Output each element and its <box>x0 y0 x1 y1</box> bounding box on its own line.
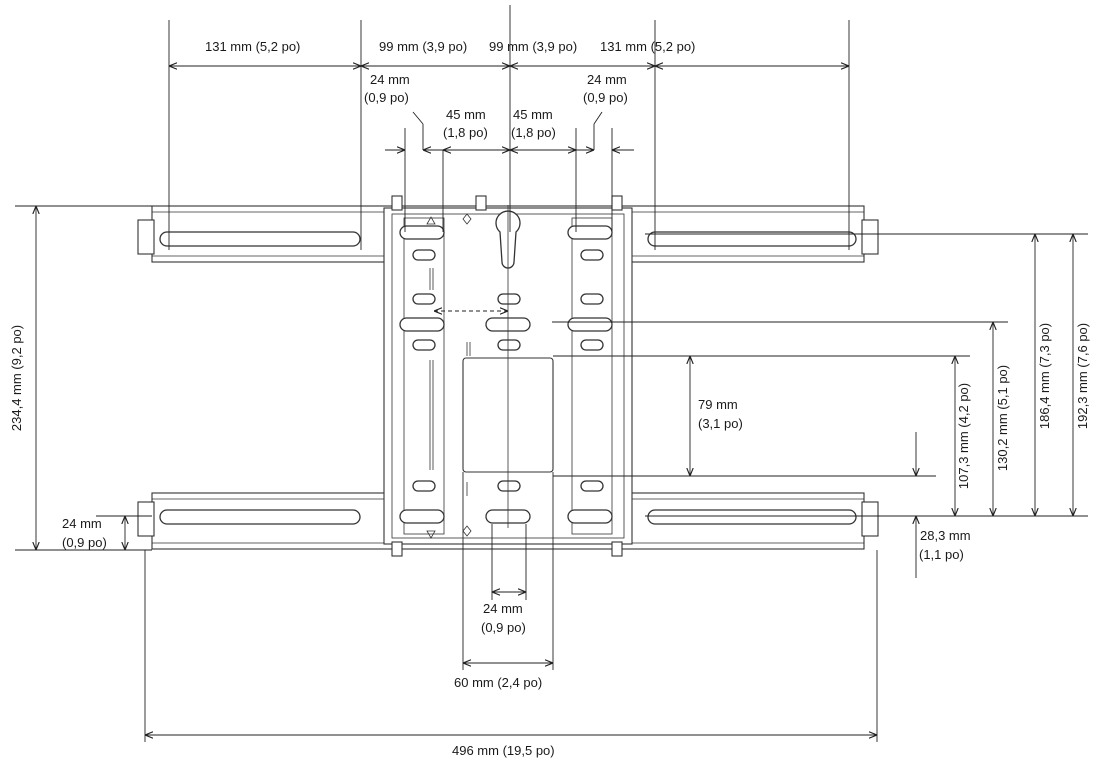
dim-130-height: 130,2 mm (5,1 po) <box>995 365 1010 471</box>
dim-24-bottom-left-l2: (0,9 po) <box>62 535 107 550</box>
dim-60: 60 mm (2,4 po) <box>454 675 542 690</box>
dim-24-left-l2: (0,9 po) <box>364 90 409 105</box>
dim-24-right-l2: (0,9 po) <box>583 90 628 105</box>
top-left-long-slot <box>159 231 361 247</box>
bracket-drawing <box>137 195 879 557</box>
dimension-arrows <box>36 66 1073 735</box>
dim-24-right-l1: 24 mm <box>587 72 627 87</box>
right-vertical-strip <box>571 217 613 535</box>
top-rail-right-end <box>861 219 879 255</box>
dim-45-right-l2: (1,8 po) <box>511 125 556 140</box>
dim-45-left-l1: 45 mm <box>446 107 486 122</box>
bottom-rail-left-end <box>137 501 155 537</box>
dim-496: 496 mm (19,5 po) <box>452 743 555 758</box>
bottom-right-long-slot <box>647 509 857 525</box>
bottom-left-long-slot <box>159 509 361 525</box>
dim-131-left: 131 mm (5,2 po) <box>205 39 300 54</box>
extension-lines <box>15 5 1088 742</box>
dim-79-l1: 79 mm <box>698 397 738 412</box>
dim-131-right: 131 mm (5,2 po) <box>600 39 695 54</box>
dim-28-l2: (1,1 po) <box>919 547 964 562</box>
dim-24-left-l1: 24 mm <box>370 72 410 87</box>
dim-24-bottom-l1: 24 mm <box>483 601 523 616</box>
dimension-labels: 131 mm (5,2 po) 99 mm (3,9 po) 99 mm (3,… <box>9 39 1090 758</box>
dim-24-bottom-left-l1: 24 mm <box>62 516 102 531</box>
top-rail-left-end <box>137 219 155 255</box>
dim-99-right: 99 mm (3,9 po) <box>489 39 577 54</box>
dim-99-left: 99 mm (3,9 po) <box>379 39 467 54</box>
top-right-long-slot <box>647 231 857 247</box>
dim-24-bottom-l2: (0,9 po) <box>481 620 526 635</box>
dim-45-left-l2: (1,8 po) <box>443 125 488 140</box>
bottom-rail-right-end <box>861 501 879 537</box>
dim-186-height: 186,4 mm (7,3 po) <box>1037 323 1052 429</box>
dim-192-height: 192,3 mm (7,6 po) <box>1075 323 1090 429</box>
dim-79-l2: (3,1 po) <box>698 416 743 431</box>
dim-234-height: 234,4 mm (9,2 po) <box>9 325 24 431</box>
left-vertical-strip <box>403 217 445 535</box>
dim-28-l1: 28,3 mm <box>920 528 971 543</box>
dim-45-right-l1: 45 mm <box>513 107 553 122</box>
dim-107-height: 107,3 mm (4,2 po) <box>956 383 971 489</box>
